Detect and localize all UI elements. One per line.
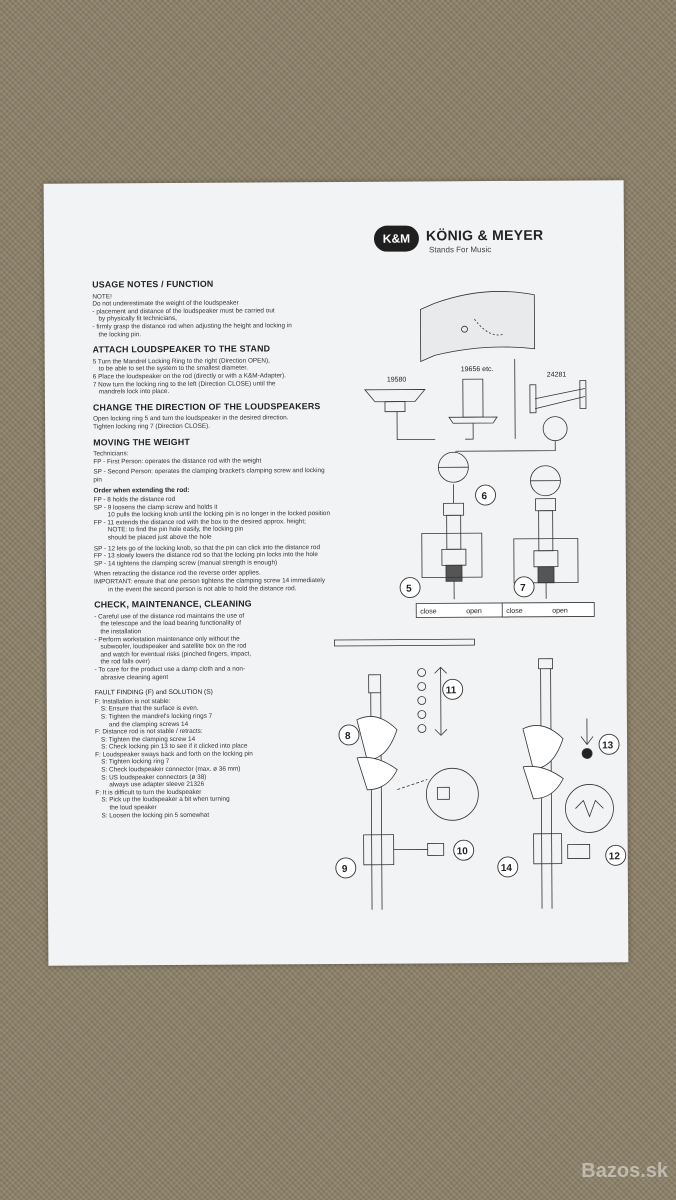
open-label: open (552, 608, 568, 615)
km-logo: K&M (373, 225, 420, 252)
check-title: CHECK, MAINTENANCE, CLEANING (94, 598, 252, 610)
important-note: IMPORTANT: ensure that one person tighte… (94, 577, 326, 586)
close-label: close (506, 608, 522, 615)
attach-line: mandrels lock into place. (98, 388, 170, 396)
step-6-label: 6 (482, 491, 488, 502)
step-10-label: 10 (457, 846, 469, 857)
brand-tagline: Stands For Music (429, 245, 492, 255)
sp-definition: SP - Second Person: operates the clampin… (93, 467, 325, 484)
step-13-label: 13 (602, 740, 614, 751)
direction-line: Tighten locking ring 7 (Direction CLOSE)… (93, 422, 211, 431)
watermark: Bazos.sk (581, 1160, 668, 1182)
step-12-label: 12 (609, 851, 621, 862)
order-title: Order when extending the rod: (93, 487, 190, 495)
fault-title: FAULT FINDING (F) and SOLUTION (S) (94, 688, 213, 697)
step-7-label: 7 (520, 583, 526, 594)
assembly-diagram: 19580 19656 etc. 24281 close open close … (334, 291, 627, 910)
instruction-sheet: K&M KÖNIG & MEYER Stands For Music USAGE… (43, 180, 629, 966)
weight-title: MOVING THE WEIGHT (93, 436, 190, 447)
open-label: open (466, 608, 482, 615)
important-note: in the event the second person is not ab… (108, 584, 297, 593)
fault-line: S: Loosen the locking pin 5 somewhat (101, 811, 210, 820)
usage-line: the locking pin. (98, 330, 142, 339)
part-label: 19580 (387, 377, 407, 384)
step-11-label: 11 (446, 685, 457, 696)
brand-name: KÖNIG & MEYER (425, 226, 544, 244)
close-label: close (420, 608, 436, 615)
step-8-label: 8 (345, 731, 351, 742)
step-9-label: 9 (342, 864, 348, 875)
part-label: 24281 (547, 372, 567, 379)
usage-title: USAGE NOTES / FUNCTION (92, 278, 214, 290)
part-label: 19656 etc. (461, 366, 494, 373)
attach-title: ATTACH LOUDSPEAKER TO THE STAND (92, 343, 271, 355)
direction-title: CHANGE THE DIRECTION OF THE LOUDSPEAKERS (92, 400, 321, 413)
step-5-label: 5 (406, 584, 412, 595)
step-14-label: 14 (501, 863, 513, 874)
check-line: abrasive cleaning agent (100, 673, 169, 681)
instructions-text: USAGE NOTES / FUNCTION NOTE! Do not unde… (92, 272, 335, 820)
